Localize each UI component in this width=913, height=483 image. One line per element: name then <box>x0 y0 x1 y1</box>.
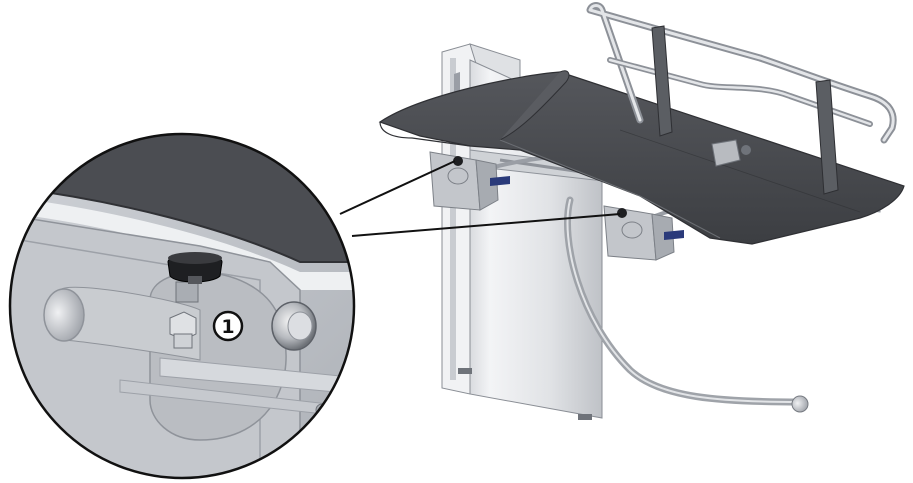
floor-foot <box>791 395 809 413</box>
pointer-line-lower <box>351 213 621 237</box>
callout-number-icon: 1 <box>212 310 244 342</box>
detail-zoom-circle <box>8 132 356 480</box>
zoom-circle-border <box>8 132 356 480</box>
adjustment-screw-icon <box>167 252 223 284</box>
mounting-bracket-upper <box>429 151 510 211</box>
callout-label: 1 <box>221 316 234 338</box>
hex-nut-icon <box>169 311 197 349</box>
table-top <box>378 70 905 245</box>
changing-table-illustration <box>339 2 905 420</box>
side-rail <box>586 2 897 144</box>
safety-straps <box>651 25 839 195</box>
mounting-bracket-lower <box>603 205 684 261</box>
bolt-icon <box>271 301 317 351</box>
pointer-line-upper <box>339 160 456 215</box>
